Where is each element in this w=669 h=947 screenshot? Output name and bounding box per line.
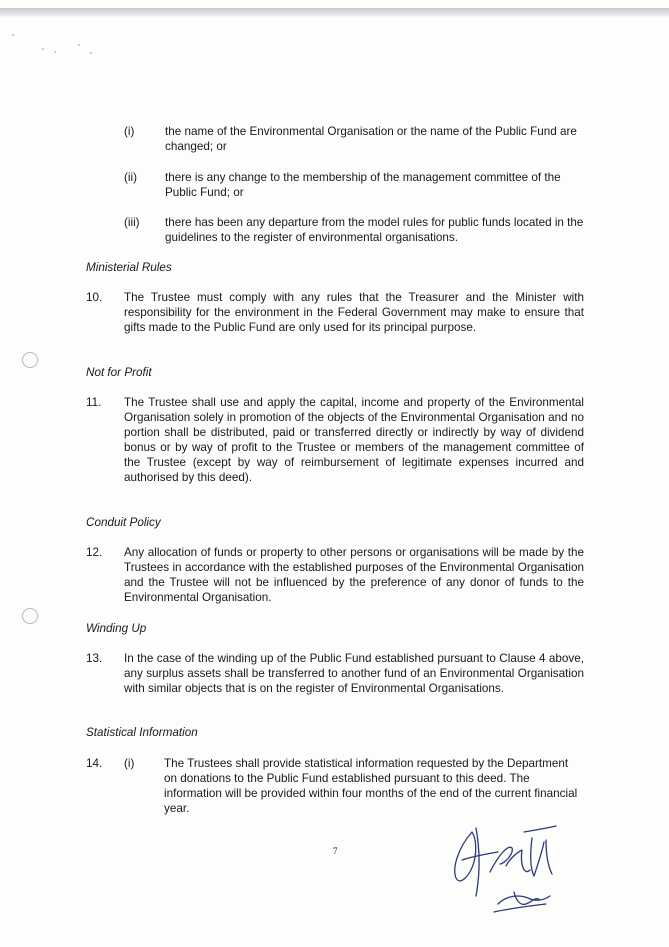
punch-hole — [22, 608, 38, 624]
heading-conduit-policy: Conduit Policy — [86, 516, 161, 529]
item-text: there has been any departure from the mo… — [165, 216, 584, 244]
subclause-number: (i) — [124, 757, 135, 770]
speck — [12, 34, 14, 36]
heading-winding-up: Winding Up — [86, 622, 147, 635]
clause-number: 11. — [86, 396, 102, 409]
scan-specks — [10, 30, 100, 60]
heading-ministerial-rules: Ministerial Rules — [86, 261, 172, 274]
clause-number: 10. — [86, 291, 103, 304]
item-number: (i) — [124, 125, 135, 138]
clause-text: The Trustees shall provide statistical i… — [164, 757, 578, 815]
punch-hole — [22, 352, 38, 368]
clause-number: 14. — [86, 757, 103, 770]
clause-number: 13. — [86, 652, 103, 665]
clause-text: Any allocation of funds or property to o… — [124, 546, 584, 604]
handwritten-signature — [454, 825, 557, 913]
scan-edge-shadow — [0, 8, 669, 18]
clause-text: The Trustee shall use and apply the capi… — [124, 396, 584, 484]
clause-text: In the case of the winding up of the Pub… — [124, 652, 584, 695]
page-number: 7 — [333, 846, 338, 856]
item-number: (ii) — [124, 171, 137, 184]
heading-statistical-information: Statistical Information — [86, 726, 198, 739]
heading-not-for-profit: Not for Profit — [86, 366, 152, 379]
speck — [90, 52, 92, 54]
clause-number: 12. — [86, 546, 103, 559]
item-text: there is any change to the membership of… — [165, 171, 561, 199]
item-number: (iii) — [124, 216, 140, 229]
item-text: the name of the Environmental Organisati… — [165, 125, 577, 153]
speck — [54, 51, 56, 53]
speck — [78, 44, 80, 46]
clause-text: The Trustee must comply with any rules t… — [124, 291, 584, 334]
speck — [42, 48, 44, 50]
